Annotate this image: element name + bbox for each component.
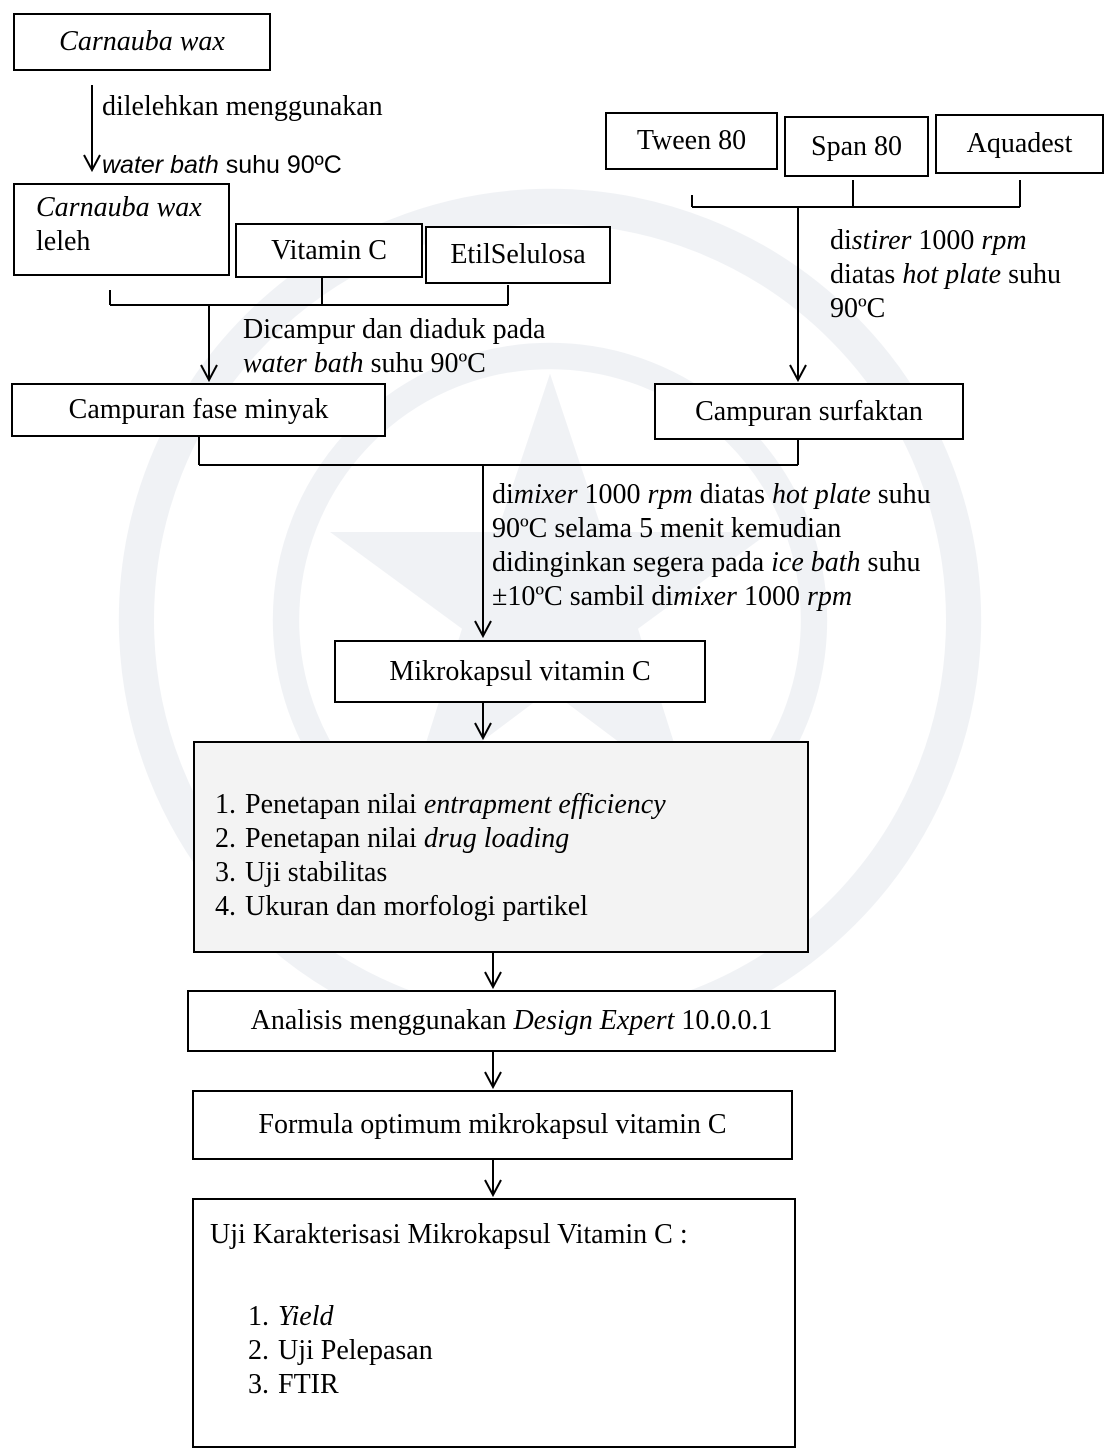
vitamin-c-box: Vitamin C — [235, 223, 423, 278]
span-80-box: Span 80 — [784, 116, 929, 177]
aquadest-box: Aquadest — [935, 114, 1104, 174]
characterization-item-text: FTIR — [278, 1369, 339, 1400]
mix-label-line1: Dicampur dan diaduk pada — [243, 314, 546, 345]
etil-selulosa-box: EtilSelulosa — [425, 226, 611, 284]
evaluation-item-italic: drug loading — [423, 823, 570, 854]
evaluation-item: 4. Ukuran dan morfologi partikel — [215, 888, 588, 926]
oil-phase-mixture-label: Campuran fase minyak — [68, 394, 329, 425]
carnauba-wax-box: Carnauba wax — [13, 13, 271, 71]
characterization-item-number: 3. — [248, 1369, 269, 1400]
surfactant-mixture-box: Campuran surfaktan — [654, 383, 964, 440]
microcapsule-label: Mikrokapsul vitamin C — [389, 655, 651, 687]
evaluation-item-text: Ukuran dan morfologi partikel — [245, 891, 588, 922]
mixer-label-line2: 90ºC selama 5 menit kemudian — [492, 513, 842, 544]
characterization-box: Uji Karakterisasi Mikrokapsul Vitamin C … — [192, 1198, 796, 1448]
analysis-box: Analisis menggunakan Design Expert 10.0.… — [187, 990, 836, 1052]
mix-label-line2: water bath suhu 90ºC — [243, 348, 486, 379]
characterization-item-text: Uji Pelepasan — [278, 1335, 433, 1366]
aquadest-label: Aquadest — [966, 128, 1073, 159]
evaluation-item-number: 4. — [215, 891, 236, 922]
evaluation-item-text: Penetapan nilai — [245, 823, 424, 854]
tween-80-label: Tween 80 — [636, 125, 747, 156]
vitamin-c-label: Vitamin C — [271, 234, 387, 266]
evaluation-item-italic: entrapment efficiency — [423, 789, 666, 820]
span-80-label: Span 80 — [811, 130, 902, 162]
microcapsule-box: Mikrokapsul vitamin C — [334, 640, 706, 703]
tween-80-box: Tween 80 — [605, 112, 778, 170]
melt-label-line2: water bath suhu 90ºC — [102, 151, 342, 179]
stir-label-line2: diatas hot plate suhu — [830, 259, 1061, 290]
carnauba-melted-line1: Carnauba wax — [36, 192, 202, 223]
optimum-formula-box: Formula optimum mikrokapsul vitamin C — [192, 1090, 793, 1160]
carnauba-wax-label: Carnauba wax — [59, 26, 225, 57]
optimum-formula-label: Formula optimum mikrokapsul vitamin C — [258, 1109, 727, 1140]
characterization-item: 3. FTIR — [248, 1366, 339, 1404]
oil-phase-mixture-box: Campuran fase minyak — [11, 383, 386, 437]
evaluation-item-text: Penetapan nilai — [245, 789, 424, 820]
mixer-label-line3: didinginkan segera pada ice bath suhu — [492, 547, 921, 578]
stir-label-line3: 90ºC — [830, 293, 886, 324]
characterization-item: 2. Uji Pelepasan — [248, 1332, 433, 1370]
mixer-label-line4: ±10ºC sambil dimixer 1000 rpm — [492, 581, 853, 612]
characterization-item-number: 2. — [248, 1335, 269, 1366]
characterization-item-number: 1. — [248, 1301, 269, 1332]
carnauba-wax-melted-box: Carnauba wax leleh — [13, 183, 230, 276]
mixer-label-line1: dimixer 1000 rpm diatas hot plate suhu — [492, 479, 931, 510]
evaluation-item-text: Uji stabilitas — [245, 857, 388, 888]
evaluation-item: 2. Penetapan nilai drug loading — [215, 820, 569, 858]
evaluation-item-number: 1. — [215, 789, 236, 820]
stir-label-line1: distirer 1000 rpm — [830, 225, 1027, 256]
etil-selulosa-label: EtilSelulosa — [450, 239, 586, 270]
surfactant-mixture-label: Campuran surfaktan — [695, 395, 923, 427]
characterization-title: Uji Karakterisasi Mikrokapsul Vitamin C … — [210, 1219, 688, 1250]
characterization-item: 1. Yield — [248, 1298, 333, 1336]
melt-label-line1: dilelehkan menggunakan — [102, 91, 383, 122]
characterization-item-italic: Yield — [278, 1301, 334, 1332]
evaluation-item: 1. Penetapan nilai entrapment efficiency — [215, 786, 666, 824]
evaluation-item-number: 2. — [215, 823, 236, 854]
evaluation-item: 3. Uji stabilitas — [215, 854, 387, 892]
analysis-label: Analisis menggunakan Design Expert 10.0.… — [250, 1005, 773, 1036]
evaluation-item-number: 3. — [215, 857, 236, 888]
carnauba-melted-line2: leleh — [36, 226, 91, 257]
